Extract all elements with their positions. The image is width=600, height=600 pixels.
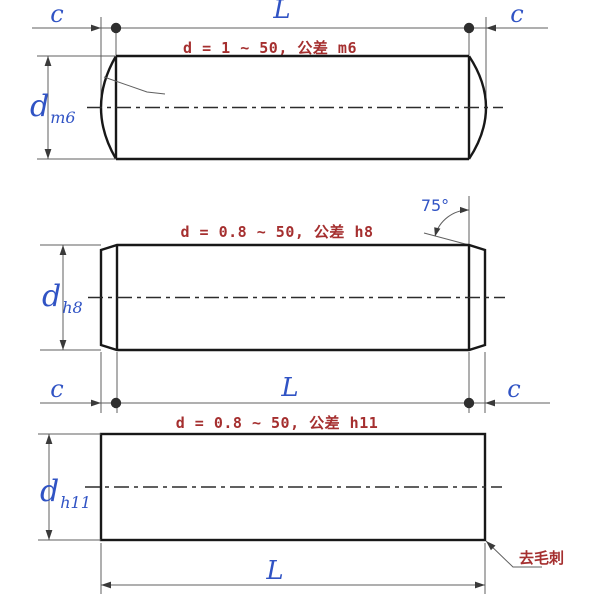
length-symbol: L: [272, 0, 290, 25]
length-symbol: L: [265, 556, 283, 586]
diameter-symbol-base: d: [30, 89, 49, 124]
c-arrow-right-icon: [485, 399, 495, 407]
dimension-arrow-up-icon: [44, 56, 52, 66]
crown-leader-line: [103, 76, 166, 95]
diameter-symbol-subscript: m6: [50, 108, 75, 127]
dimension-arrow-up-icon: [59, 245, 67, 255]
spec-note: d = 1 ~ 50, 公差 m6: [183, 39, 357, 57]
deburr-note: 去毛刺: [519, 549, 564, 567]
dimension-arrow-left-icon: [101, 581, 111, 589]
dimension-dot-left: [110, 397, 122, 409]
c-symbol-left: c: [50, 375, 63, 403]
drawing-pin-h8: 75° d = 0.8 ~ 50, 公差 h8 dh8: [40, 196, 505, 413]
dimension-dot-right: [463, 397, 475, 409]
drawing-pin-m6: c L c d = 1 ~ 50, 公差 m6 dm6: [30, 0, 548, 161]
c-symbol-left: c: [50, 0, 63, 28]
angle-arc-arrow-icon: [434, 227, 441, 237]
diameter-symbol: dh11: [40, 474, 91, 512]
dimension-dot-right: [463, 22, 475, 34]
length-symbol: L: [280, 373, 298, 403]
c-arrow-right-icon: [486, 24, 496, 32]
angle-arc-arrow-icon: [460, 206, 469, 214]
diameter-symbol-subscript: h8: [62, 298, 82, 317]
c-arrow-left-icon: [91, 399, 101, 407]
diameter-symbol-base: d: [42, 279, 61, 314]
dimension-arrow-down-icon: [45, 530, 53, 540]
shared-clc-dimension-row: c L c: [40, 373, 550, 409]
drawing-pin-h11: d = 0.8 ~ 50, 公差 h11 dh11 去毛刺 L: [38, 414, 564, 594]
dimension-arrow-down-icon: [44, 149, 52, 159]
dimension-arrow-up-icon: [45, 434, 53, 444]
chamfer-angle-label: 75°: [421, 196, 449, 215]
diameter-symbol: dh8: [42, 279, 83, 317]
deburr-leader-line: [485, 540, 542, 568]
deburr-leader-arrow-icon: [486, 541, 496, 551]
diameter-symbol: dm6: [30, 89, 76, 127]
pin-body-outline: [114, 54, 471, 161]
spec-note: d = 0.8 ~ 50, 公差 h8: [180, 223, 373, 241]
c-symbol-right: c: [510, 0, 523, 28]
diameter-symbol-subscript: h11: [60, 493, 91, 512]
dimension-arrow-right-icon: [475, 581, 485, 589]
diameter-symbol-base: d: [40, 474, 59, 509]
chamfer-extension-line: [423, 232, 470, 246]
dimension-arrow-down-icon: [59, 340, 67, 350]
c-arrow-left-icon: [91, 24, 101, 32]
pin-body-outline: [99, 243, 487, 352]
spec-note: d = 0.8 ~ 50, 公差 h11: [176, 414, 379, 432]
dimension-dot-left: [110, 22, 122, 34]
c-symbol-right: c: [507, 375, 520, 403]
